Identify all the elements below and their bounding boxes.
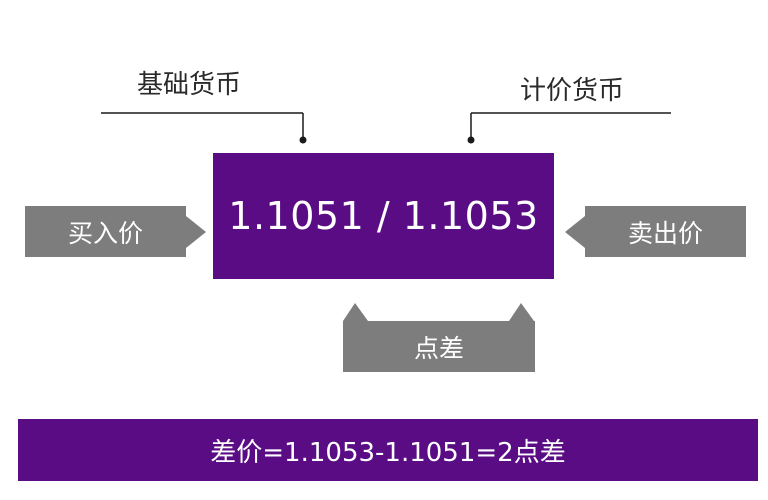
bid-price-tag: 买入价	[25, 206, 186, 257]
spread-pointer-right	[509, 303, 534, 321]
ask-pointer	[565, 216, 585, 248]
quote-currency-label: 计价货币	[520, 76, 625, 106]
base-leader-dot	[299, 136, 307, 144]
ask-price-tag: 卖出价	[585, 206, 746, 257]
bid-pointer	[186, 216, 206, 248]
spread-tag: 点差	[343, 321, 535, 372]
spread-pointer-left	[343, 303, 368, 321]
quote-leader-dot	[467, 136, 475, 144]
price-quote-box: 1.1051 / 1.1053	[213, 153, 554, 279]
formula-banner: 差价=1.1053-1.1051=2点差	[18, 419, 758, 481]
price-quote-text: 1.1051 / 1.1053	[228, 194, 539, 238]
base-currency-label: 基础货币	[137, 70, 242, 100]
spread-formula: 差价=1.1053-1.1051=2点差	[210, 437, 566, 468]
